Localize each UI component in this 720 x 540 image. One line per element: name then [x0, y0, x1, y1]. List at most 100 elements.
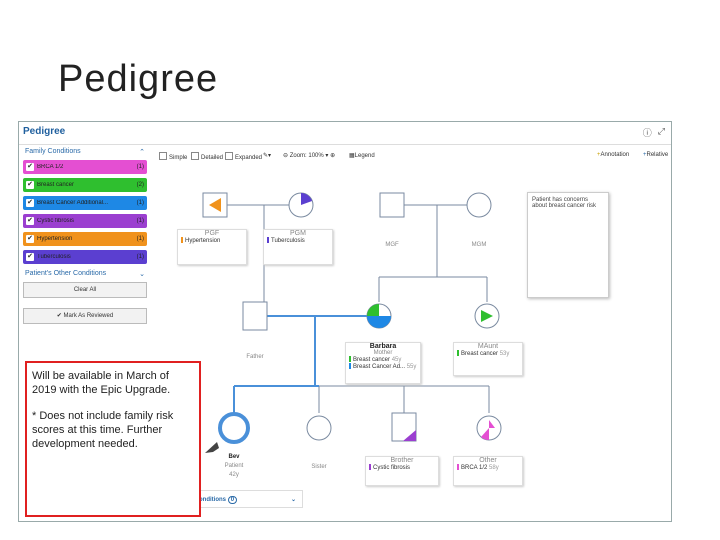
pgf-condition: Hypertension [178, 237, 246, 244]
detailed-toggle[interactable]: Detailed [191, 152, 223, 161]
patient-line [233, 315, 367, 413]
condition-count: (1) [136, 200, 144, 206]
pgm-card[interactable]: PGM Tuberculosis [263, 229, 333, 265]
condition-label: Cystic fibrosis [37, 218, 75, 224]
barbara-card[interactable]: Barbara Mother Breast cancer 45y Breast … [345, 342, 421, 384]
negative-conditions-count: 0 [227, 496, 238, 504]
condition-filter-item[interactable]: ✔Hypertension(1) [23, 232, 147, 246]
checkbox-checked-icon[interactable]: ✔ [26, 199, 34, 207]
patient-arrow-icon [205, 442, 219, 453]
condition-color-icon [267, 237, 269, 243]
condition-filter-item[interactable]: ✔Breast Cancer Additional... (1) [23, 196, 147, 210]
clear-all-button[interactable]: Clear All [23, 282, 147, 298]
pgf-card[interactable]: PGF Hypertension [177, 229, 247, 265]
expand-icon[interactable]: ⌄ [139, 271, 145, 278]
callout-line-2: * Does not include family risk scores at… [32, 410, 174, 450]
mgf-symbol[interactable] [379, 192, 405, 218]
add-relative-icon: + [643, 152, 647, 158]
pgm-symbol[interactable] [288, 192, 314, 218]
brother-condition: Cystic fibrosis [366, 464, 438, 471]
maunt-name: MAunt [477, 343, 499, 350]
bev-age: 42y [229, 472, 239, 478]
mgf-name: MGF [385, 242, 399, 248]
maunt-card[interactable]: MAunt Breast cancer 53y [453, 342, 523, 376]
pedigree-window: Pedigree ⓘ ⤢ Family Conditions ⌃ ✔BRCA 1… [18, 121, 672, 522]
pgf-condition-label: Hypertension [185, 238, 221, 244]
callout-line-1: Will be available in March of 2019 with … [32, 370, 171, 396]
checkbox-checked-icon[interactable]: ✔ [26, 217, 34, 225]
checkbox-checked-icon[interactable]: ✔ [26, 253, 34, 261]
legend-label: Legend [354, 153, 375, 159]
brother-condition-label: Cystic fibrosis [373, 465, 411, 471]
window-icons: ⓘ ⤢ [643, 126, 665, 139]
simple-toggle[interactable]: Simple [159, 152, 187, 161]
condition-count: (1) [136, 254, 144, 260]
maunt-condition: Breast cancer 53y [454, 350, 522, 357]
brother-symbol[interactable] [391, 412, 417, 442]
maunt-symbol[interactable] [474, 303, 500, 329]
mark-reviewed-button[interactable]: ✔ Mark As Reviewed [23, 308, 147, 324]
condition-list: ✔BRCA 1/2(1)✔Breast cancer(2)✔Breast Can… [23, 160, 147, 264]
pen-tool-icon[interactable]: ✎▾ [263, 153, 272, 159]
sister-symbol[interactable] [306, 415, 332, 441]
zoom-in-icon[interactable]: ⊕ [330, 153, 336, 159]
barbara-symbol[interactable] [366, 303, 392, 329]
maunt-condition-label: Breast cancer [461, 351, 499, 357]
father-symbol[interactable] [242, 301, 268, 331]
zoom-out-icon[interactable]: ⊖ [283, 153, 289, 159]
app-title: Pedigree [23, 126, 66, 137]
barbara-cond1-age: 45y [391, 357, 402, 363]
collapse-icon[interactable]: ⌃ [139, 149, 145, 156]
condition-label: Breast Cancer Additional... [37, 200, 109, 206]
brother-name: Brother [390, 457, 414, 464]
condition-count: (1) [136, 164, 144, 170]
bev-symbol[interactable] [218, 412, 250, 444]
legend-button[interactable]: ▦Legend [349, 152, 375, 159]
condition-filter-item[interactable]: ✔Breast cancer(2) [23, 178, 147, 192]
slide-title: Pedigree [58, 58, 219, 100]
condition-filter-item[interactable]: ✔BRCA 1/2 (1) [23, 160, 147, 174]
family-conditions-header[interactable]: Family Conditions ⌃ [23, 148, 147, 156]
chevron-down-icon[interactable]: ⌄ [290, 497, 296, 503]
other-conditions-header[interactable]: Patient's Other Conditions ⌄ [23, 270, 147, 278]
popout-icon[interactable]: ⤢ [657, 126, 665, 136]
checkbox-checked-icon[interactable]: ✔ [26, 235, 34, 243]
expanded-toggle[interactable]: Expanded [225, 152, 262, 161]
help-icon[interactable]: ⓘ [642, 128, 652, 138]
bev-name: Bev [228, 454, 240, 460]
mgm-name: MGM [471, 242, 487, 248]
checkbox-checked-icon[interactable]: ✔ [26, 181, 34, 189]
condition-label: BRCA 1/2 [37, 164, 64, 170]
mgm-symbol[interactable] [466, 192, 492, 218]
other-card[interactable]: Other BRCA 1/2 58y [453, 456, 523, 486]
checkbox-checked-icon[interactable]: ✔ [26, 163, 34, 171]
other-condition: BRCA 1/2 58y [454, 464, 522, 471]
pedigree-canvas [202, 192, 502, 453]
relative-label: Relative [646, 152, 669, 158]
annotation-note[interactable]: Patient has concerns about breast cancer… [527, 192, 609, 298]
pgm-name: PGM [290, 230, 306, 237]
mark-reviewed-label: Mark As Reviewed [63, 313, 114, 319]
barbara-cond2-age: 55y [406, 364, 417, 370]
zoom-control[interactable]: ⊖ Zoom: 100% ▾ ⊕ [283, 153, 336, 159]
annotation-button[interactable]: +Annotation [597, 152, 629, 158]
condition-filter-item[interactable]: ✔Cystic fibrosis(1) [23, 214, 147, 228]
other-symbol[interactable] [476, 415, 502, 441]
condition-color-icon [181, 237, 183, 243]
pgm-condition-label: Tuberculosis [271, 238, 305, 244]
condition-filter-item[interactable]: ✔Tuberculosis(1) [23, 250, 147, 264]
family-conditions-title: Family Conditions [25, 148, 81, 155]
add-relative-button[interactable]: +Relative [643, 152, 668, 158]
other-condition-label: BRCA 1/2 [461, 465, 488, 471]
barbara-relation: Mother [373, 350, 393, 356]
sister-name: Sister [311, 464, 327, 470]
legend-icon: ▦ [349, 153, 355, 159]
check-icon: ✔ [56, 313, 64, 319]
pgf-symbol[interactable] [202, 192, 228, 218]
pgm-condition: Tuberculosis [264, 237, 332, 244]
condition-color-icon [349, 356, 351, 362]
brother-card[interactable]: Brother Cystic fibrosis [365, 456, 439, 486]
checkbox-icon [225, 152, 233, 160]
maunt-condition-age: 53y [499, 351, 510, 357]
father-name: Father [246, 354, 264, 360]
